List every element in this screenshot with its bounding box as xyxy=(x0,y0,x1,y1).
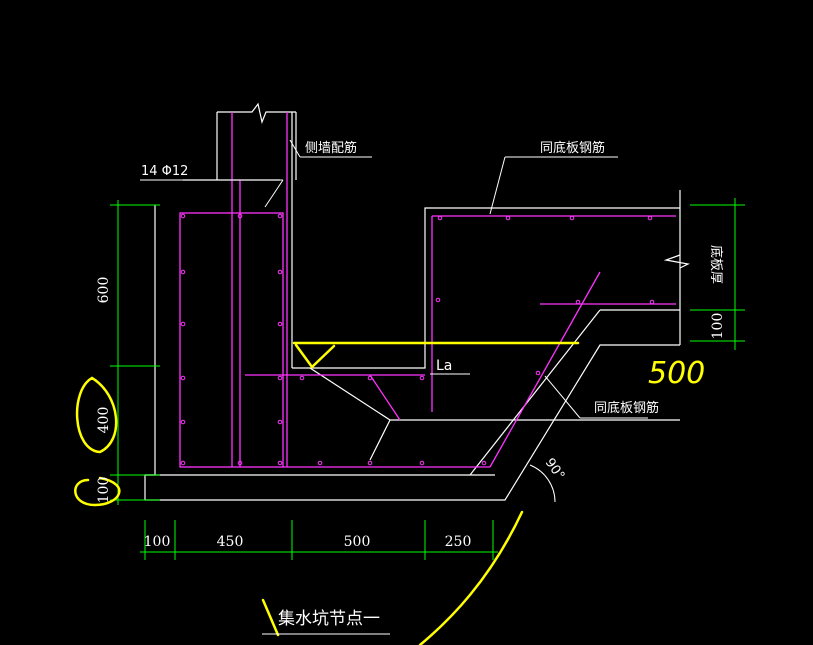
side-wall-rebar-label: 侧墙配筋 xyxy=(305,140,357,156)
rebar-dot xyxy=(237,213,243,219)
dim-100-left: 100 xyxy=(96,477,112,504)
rebar-dot xyxy=(649,299,655,305)
dim-500: 500 xyxy=(344,534,371,550)
rebar-dot xyxy=(277,419,283,425)
rebar-dot xyxy=(435,297,441,303)
angle-arc xyxy=(529,464,556,503)
rebar-dot xyxy=(277,213,283,219)
rebar-dot xyxy=(437,215,443,221)
rebar-dot xyxy=(367,460,373,466)
dim-450: 450 xyxy=(217,534,244,550)
rebar-dot xyxy=(180,419,186,425)
rebar-dot xyxy=(575,299,581,305)
handwritten-500: 500 xyxy=(648,356,705,391)
rebar-dots xyxy=(180,213,655,466)
rebar xyxy=(179,112,676,468)
annotation-strokes xyxy=(74,341,580,645)
rebar-dot xyxy=(237,460,243,466)
rebar-dot xyxy=(277,269,283,275)
rebar-dot xyxy=(481,460,487,466)
rebar-dot xyxy=(180,375,186,381)
rebar-dot xyxy=(317,460,323,466)
dim-600: 600 xyxy=(96,277,112,304)
rebar-dot xyxy=(569,215,575,221)
dim-250: 250 xyxy=(445,534,472,550)
rebar-dot xyxy=(277,460,283,466)
rebar-dot xyxy=(299,375,305,381)
rebar-dot xyxy=(505,215,511,221)
rebar-dot xyxy=(647,215,653,221)
rebar-dot xyxy=(277,375,283,381)
dim-100-bottom: 100 xyxy=(144,534,171,550)
rebar-dot xyxy=(419,375,425,381)
dim-400: 400 xyxy=(96,407,112,434)
dim-100-right: 100 xyxy=(710,313,726,340)
rebar-dot xyxy=(180,269,186,275)
slab-thickness-label: 底板厚 xyxy=(708,245,724,284)
drawing-title: 集水坑节点一 xyxy=(278,609,380,629)
same-slab-rebar-top-label: 同底板钢筋 xyxy=(540,140,605,156)
concrete-outline xyxy=(144,102,690,501)
rebar-dot xyxy=(419,460,425,466)
anchor-length-label: La xyxy=(436,358,452,374)
dimensions xyxy=(110,198,745,560)
rebar-dot xyxy=(180,321,186,327)
top-bar-callout: 14 Φ12 xyxy=(141,164,188,179)
rebar-dot xyxy=(535,370,541,376)
rebar-dot xyxy=(277,321,283,327)
angle-label: 90° xyxy=(542,456,568,483)
rebar-dot xyxy=(367,375,373,381)
rebar-dot xyxy=(180,460,186,466)
leader-lines xyxy=(140,139,648,419)
same-slab-rebar-bottom-label: 同底板钢筋 xyxy=(594,400,659,416)
rebar-dot xyxy=(180,213,186,219)
